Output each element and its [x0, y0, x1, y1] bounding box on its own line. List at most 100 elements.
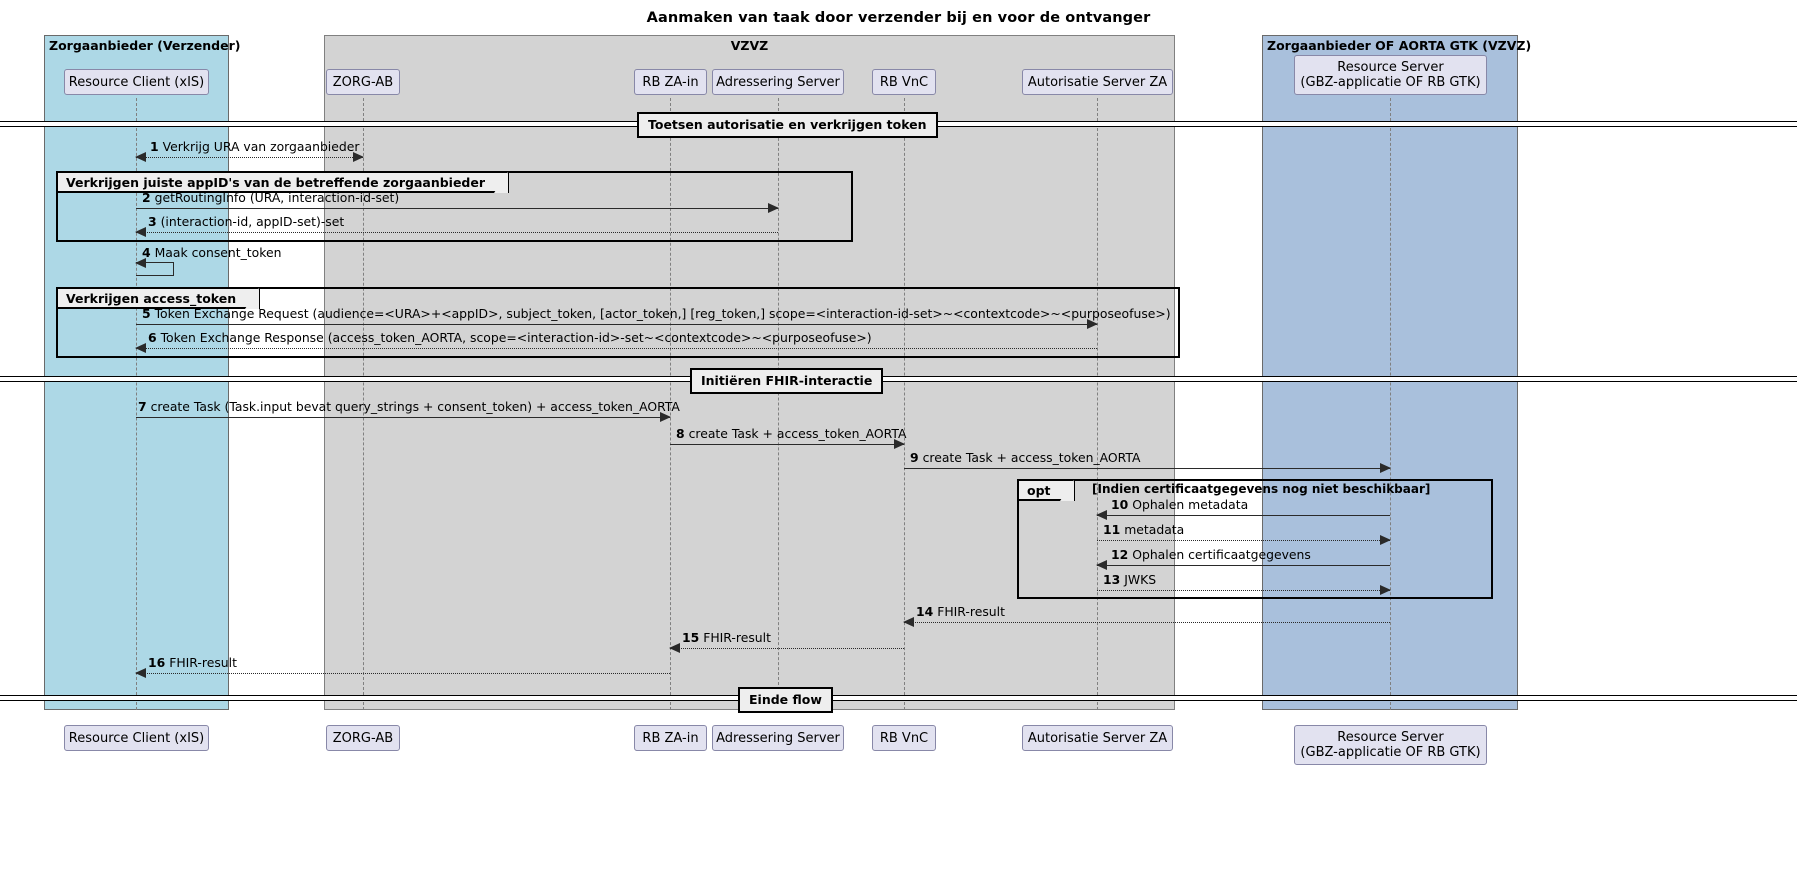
arrowhead-right: [1380, 463, 1391, 473]
participant-autorisatie-server-za-top[interactable]: Autorisatie Server ZA: [1022, 69, 1173, 95]
message-9-label: 9 create Task + access_token_AORTA: [910, 451, 1140, 465]
message-2-text: getRoutingInfo (URA, interaction-id-set): [154, 190, 400, 205]
group-verkrijgen-appid-tab: Verkrijgen juiste appID's van de betreff…: [58, 172, 510, 193]
message-11-label: 11 metadata: [1103, 523, 1184, 537]
participant-box-verzender-label: Zorgaanbieder (Verzender): [49, 38, 241, 53]
arrowhead-right: [1087, 319, 1098, 329]
message-14-label: 14 FHIR-result: [916, 605, 1005, 619]
message-10-number: 10: [1111, 497, 1129, 512]
arrowhead-right: [1380, 585, 1391, 595]
participant-resource-server-top[interactable]: Resource Server (GBZ-applicatie OF RB GT…: [1294, 55, 1487, 95]
arrowhead-right: [768, 203, 779, 213]
message-11-number: 11: [1103, 522, 1121, 537]
message-14-text: FHIR-result: [937, 604, 1005, 619]
message-6-number: 6: [148, 330, 157, 345]
message-5-text: Token Exchange Request (audience=<URA>+<…: [154, 306, 1171, 321]
message-13-text: JWKS: [1124, 572, 1157, 587]
participant-box-ontvanger-label: Zorgaanbieder OF AORTA GTK (VZVZ): [1267, 38, 1532, 53]
message-6-text: Token Exchange Response (access_token_AO…: [160, 330, 872, 345]
lifeline-resource-client: [136, 98, 137, 710]
message-15-number: 15: [682, 630, 700, 645]
message-13-label: 13 JWKS: [1103, 573, 1156, 587]
arrowhead-left: [1096, 510, 1107, 520]
message-6-label: 6 Token Exchange Response (access_token_…: [148, 331, 872, 345]
group-opt-tab-label: opt: [1027, 483, 1051, 498]
message-14-number: 14: [916, 604, 934, 619]
message-15-label: 15 FHIR-result: [682, 631, 771, 645]
message-15-text: FHIR-result: [703, 630, 771, 645]
message-3-text: (interaction-id, appID-set)-set: [160, 214, 345, 229]
page-title: Aanmaken van taak door verzender bij en …: [646, 10, 1151, 26]
arrowhead-left: [135, 152, 146, 162]
group-verkrijgen-appid-title: Verkrijgen juiste appID's van de betreff…: [66, 175, 486, 190]
lifeline-rb-vnc: [904, 98, 905, 710]
participant-adressering-server-top[interactable]: Adressering Server: [712, 69, 844, 95]
arrowhead-left: [135, 227, 146, 237]
message-1-label: 1 Verkrijg URA van zorgaanbieder: [150, 140, 359, 154]
message-16-text: FHIR-result: [169, 655, 237, 670]
group-opt-tab: opt: [1019, 480, 1075, 501]
arrowhead-left: [135, 258, 146, 268]
separator-label-initieren-fhir: Initiëren FHIR-interactie: [690, 368, 884, 394]
message-12-number: 12: [1111, 547, 1129, 562]
participant-rb-vnc-bottom[interactable]: RB VnC: [872, 725, 936, 751]
message-11-text: metadata: [1124, 522, 1185, 537]
group-opt-certificaatgegevens: [1017, 479, 1493, 599]
arrowhead-left: [135, 668, 146, 678]
message-8-text: create Task + access_token_AORTA: [688, 426, 907, 441]
message-13-number: 13: [1103, 572, 1121, 587]
message-3-number: 3: [148, 214, 157, 229]
participant-rb-za-in-top[interactable]: RB ZA-in: [634, 69, 707, 95]
message-3-label: 3 (interaction-id, appID-set)-set: [148, 215, 344, 229]
group-verkrijgen-access-token-title: Verkrijgen access_token: [66, 291, 237, 306]
participant-rb-za-in-bottom[interactable]: RB ZA-in: [634, 725, 707, 751]
message-7-number: 7: [138, 399, 147, 414]
participant-zorg-ab-top[interactable]: ZORG-AB: [326, 69, 400, 95]
message-4-number: 4: [142, 245, 151, 260]
message-16-label: 16 FHIR-result: [148, 656, 237, 670]
message-5-number: 5: [142, 306, 151, 321]
message-10-text: Ophalen metadata: [1132, 497, 1249, 512]
arrowhead-left: [903, 617, 914, 627]
message-16-number: 16: [148, 655, 166, 670]
group-verkrijgen-appid: [56, 171, 853, 242]
participant-zorg-ab-bottom[interactable]: ZORG-AB: [326, 725, 400, 751]
arrowhead-left: [669, 643, 680, 653]
separator-label-toetsen-autorisatie: Toetsen autorisatie en verkrijgen token: [637, 112, 938, 138]
message-1-number: 1: [150, 139, 159, 154]
message-2-number: 2: [142, 190, 151, 205]
message-5-label: 5 Token Exchange Request (audience=<URA>…: [142, 307, 1171, 321]
message-8-label: 8 create Task + access_token_AORTA: [676, 427, 906, 441]
arrowhead-left: [1096, 560, 1107, 570]
participant-adressering-server-bottom[interactable]: Adressering Server: [712, 725, 844, 751]
lifeline-adressering-server: [778, 98, 779, 710]
participant-rb-vnc-top[interactable]: RB VnC: [872, 69, 936, 95]
message-10-label: 10 Ophalen metadata: [1111, 498, 1248, 512]
message-1-text: Verkrijg URA van zorgaanbieder: [162, 139, 360, 154]
message-4-label: 4 Maak consent_token: [142, 245, 281, 260]
message-4-self[interactable]: 4 Maak consent_token: [135, 245, 281, 276]
group-verkrijgen-access-token: [56, 287, 1180, 358]
participant-resource-client-top[interactable]: Resource Client (xIS): [64, 69, 209, 95]
message-8-number: 8: [676, 426, 685, 441]
arrowhead-left: [135, 343, 146, 353]
lifeline-rb-za-in: [670, 98, 671, 710]
participant-resource-server-bottom[interactable]: Resource Server (GBZ-applicatie OF RB GT…: [1294, 725, 1487, 765]
message-12-text: Ophalen certificaatgegevens: [1132, 547, 1311, 562]
arrowhead-right: [894, 439, 905, 449]
participant-resource-client-bottom[interactable]: Resource Client (xIS): [64, 725, 209, 751]
arrowhead-right: [1380, 535, 1391, 545]
message-12-label: 12 Ophalen certificaatgegevens: [1111, 548, 1311, 562]
arrowhead-right: [353, 152, 364, 162]
participant-autorisatie-server-za-bottom[interactable]: Autorisatie Server ZA: [1022, 725, 1173, 751]
message-9-text: create Task + access_token_AORTA: [922, 450, 1141, 465]
separator-label-einde-flow: Einde flow: [738, 687, 833, 713]
group-verkrijgen-access-token-tab: Verkrijgen access_token: [58, 288, 261, 309]
message-9-number: 9: [910, 450, 919, 465]
separator-line-2: [0, 376, 1797, 382]
lifeline-autorisatie-server-za: [1097, 98, 1098, 710]
lifeline-resource-server: [1390, 98, 1391, 710]
message-7-label: 7 create Task (Task.input bevat query_st…: [138, 400, 680, 414]
arrowhead-right: [660, 412, 671, 422]
